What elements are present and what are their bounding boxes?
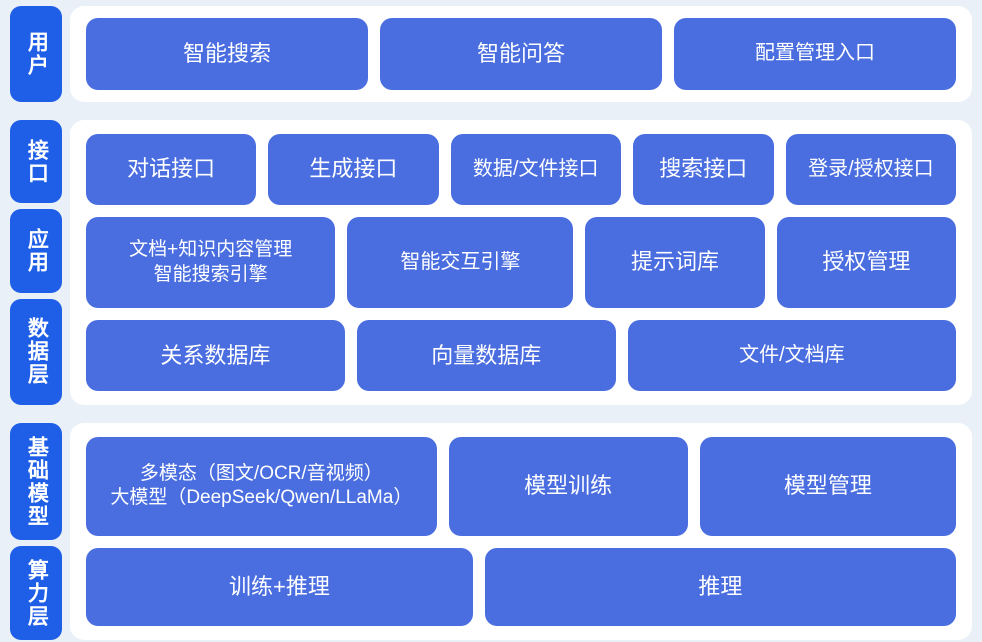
capability-box[interactable]: 对话接口 <box>86 134 257 205</box>
capability-box[interactable]: 生成接口 <box>268 134 439 205</box>
section-infrastructure: 基础模型算力层多模态（图文/OCR/音视频） 大模型（DeepSeek/Qwen… <box>10 423 972 640</box>
capability-box[interactable]: 关系数据库 <box>86 320 345 391</box>
row-model-row: 多模态（图文/OCR/音视频） 大模型（DeepSeek/Qwen/LLaMa）… <box>86 437 956 536</box>
layer-label-rail-infrastructure: 基础模型算力层 <box>10 423 62 640</box>
panel-infrastructure: 多模态（图文/OCR/音视频） 大模型（DeepSeek/Qwen/LLaMa）… <box>70 423 972 640</box>
row-application-row: 文档+知识内容管理 智能搜索引擎智能交互引擎提示词库授权管理 <box>86 216 956 309</box>
panel-users: 智能搜索智能问答配置管理入口 <box>70 6 972 102</box>
capability-box[interactable]: 提示词库 <box>585 216 765 309</box>
capability-box[interactable]: 智能问答 <box>380 18 662 90</box>
capability-box[interactable]: 模型管理 <box>699 437 956 536</box>
layer-label-chip: 应用 <box>10 209 62 293</box>
capability-box[interactable]: 推理 <box>484 547 956 626</box>
capability-box[interactable]: 授权管理 <box>776 216 956 309</box>
panel-platform: 对话接口生成接口数据/文件接口搜索接口登录/授权接口文档+知识内容管理 智能搜索… <box>70 120 972 405</box>
capability-box[interactable]: 模型训练 <box>448 437 688 536</box>
row-user-entries: 智能搜索智能问答配置管理入口 <box>86 18 956 90</box>
capability-box[interactable]: 智能交互引擎 <box>347 216 574 309</box>
row-data-row: 关系数据库向量数据库文件/文档库 <box>86 320 957 391</box>
capability-box[interactable]: 多模态（图文/OCR/音视频） 大模型（DeepSeek/Qwen/LLaMa） <box>86 437 437 536</box>
row-compute-row: 训练+推理推理 <box>86 547 956 626</box>
layer-label-rail-users: 用户 <box>10 6 62 102</box>
capability-box[interactable]: 数据/文件接口 <box>450 134 621 205</box>
capability-box[interactable]: 配置管理入口 <box>674 18 956 90</box>
capability-box[interactable]: 搜索接口 <box>632 134 774 205</box>
capability-box[interactable]: 登录/授权接口 <box>785 134 957 205</box>
layer-label-rail-platform: 接口应用数据层 <box>10 120 62 405</box>
layer-label-chip: 基础模型 <box>10 423 62 540</box>
capability-box[interactable]: 文档+知识内容管理 智能搜索引擎 <box>86 216 336 309</box>
capability-box[interactable]: 文件/文档库 <box>627 320 957 391</box>
capability-box[interactable]: 训练+推理 <box>86 547 473 626</box>
layer-label-chip: 接口 <box>10 120 62 204</box>
section-users: 用户智能搜索智能问答配置管理入口 <box>10 6 972 102</box>
section-platform: 接口应用数据层对话接口生成接口数据/文件接口搜索接口登录/授权接口文档+知识内容… <box>10 120 972 405</box>
layer-label-chip: 算力层 <box>10 546 62 640</box>
row-interface-row: 对话接口生成接口数据/文件接口搜索接口登录/授权接口 <box>86 134 957 205</box>
capability-box[interactable]: 向量数据库 <box>356 320 616 391</box>
layer-label-chip: 数据层 <box>10 298 62 405</box>
capability-box[interactable]: 智能搜索 <box>86 18 368 90</box>
layer-label-chip: 用户 <box>10 6 62 102</box>
